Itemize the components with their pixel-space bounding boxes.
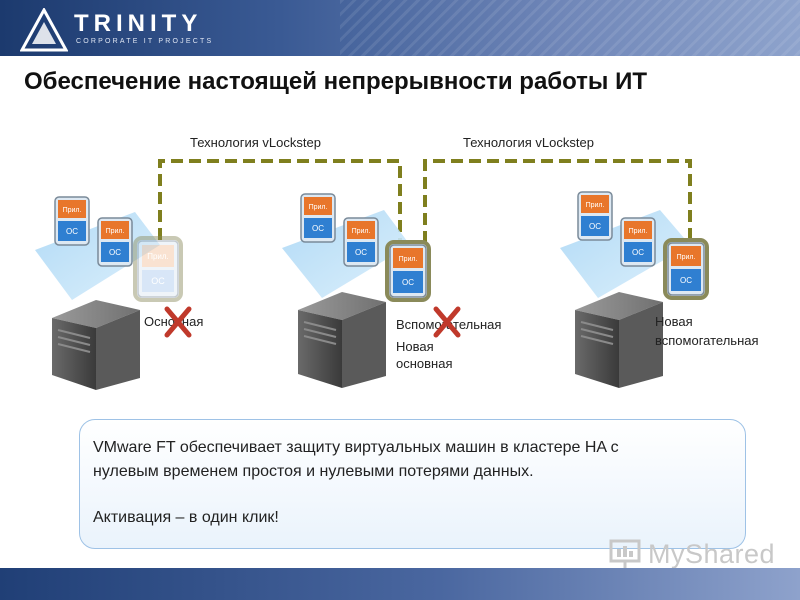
watermark-text: MyShared (648, 539, 776, 569)
host-3-role-line2: вспомогательная (655, 333, 759, 348)
host-secondary: Прил. ОС Прил. ОС Прил. ОС Вспомогательн… (282, 193, 501, 388)
host-3-server-icon (575, 292, 663, 388)
svg-text:Прил.: Прил. (352, 228, 371, 235)
watermark: MyShared (608, 537, 778, 571)
svg-text:Прил.: Прил. (586, 202, 605, 209)
host-1-server-icon (52, 300, 140, 390)
header-pattern (340, 0, 800, 56)
info-callout: VMware FT обеспечивает защиту виртуальны… (79, 419, 746, 549)
ft-vm-card-failed: Прил. ОС (133, 236, 183, 302)
vm-card: Прил. ОС (620, 217, 656, 267)
svg-text:Прил.: Прил. (63, 207, 82, 214)
svg-text:Прил.: Прил. (147, 252, 169, 261)
logo-tagline: CORPORATE IT PROJECTS (76, 38, 214, 45)
svg-text:ОС: ОС (402, 278, 414, 287)
svg-text:Прил.: Прил. (106, 228, 125, 235)
vm-card: Прил. ОС (300, 193, 336, 243)
vm-card: Прил. ОС (343, 217, 379, 267)
svg-text:ОС: ОС (589, 222, 601, 231)
callout-line-2: нулевым временем простоя и нулевыми поте… (93, 463, 534, 480)
failure-x-icon (433, 306, 461, 338)
host-primary: Прил. ОС Прил. ОС Прил. ОС Основная (35, 196, 203, 390)
page-title: Обеспечение настоящей непрерывности рабо… (24, 68, 648, 95)
svg-text:ОС: ОС (109, 248, 121, 257)
vlockstep-diagram: Технология vLockstep Технология vLockste… (35, 135, 759, 390)
vlockstep-link-1 (158, 159, 402, 243)
vm-card: Прил. ОС (577, 191, 613, 241)
host-3-role-line1: Новая (655, 314, 693, 329)
vlockstep-link-2 (423, 159, 692, 243)
svg-text:Прил.: Прил. (629, 228, 648, 235)
svg-text:ОС: ОС (151, 276, 165, 286)
link-label-2: Технология vLockstep (463, 135, 594, 150)
presentation-board-icon (609, 539, 641, 568)
svg-text:ОС: ОС (312, 224, 324, 233)
vm-card: Прил. ОС (54, 196, 90, 246)
svg-text:Прил.: Прил. (677, 254, 696, 261)
svg-text:Прил.: Прил. (399, 256, 418, 263)
svg-text:ОС: ОС (632, 248, 644, 257)
triangle-logo-icon (20, 8, 68, 52)
link-label-1: Технология vLockstep (190, 135, 321, 150)
svg-text:ОС: ОС (680, 276, 692, 285)
vm-card: Прил. ОС (97, 217, 133, 267)
footer-bar (0, 568, 800, 600)
host-2-new-role-line1: Новая (396, 339, 434, 354)
host-new-secondary: Прил. ОС Прил. ОС Прил. ОС Новая вспомог… (560, 191, 759, 388)
host-2-new-role-line2: основная (396, 356, 453, 371)
host-2-server-icon (298, 292, 386, 388)
svg-text:ОС: ОС (66, 227, 78, 236)
host-1-role: Основная (144, 314, 203, 329)
svg-text:Прил.: Прил. (309, 204, 328, 211)
logo-name: TRINITY (74, 10, 203, 37)
callout-activation: Активация – в один клик! (93, 509, 279, 526)
header-bar: TRINITY CORPORATE IT PROJECTS (0, 0, 800, 56)
failure-x-icon (164, 306, 192, 338)
ft-vm-card: Прил. ОС (385, 240, 431, 302)
callout-line-1: VMware FT обеспечивает защиту виртуальны… (93, 439, 619, 456)
ft-vm-card: Прил. ОС (663, 238, 709, 300)
svg-text:ОС: ОС (355, 248, 367, 257)
